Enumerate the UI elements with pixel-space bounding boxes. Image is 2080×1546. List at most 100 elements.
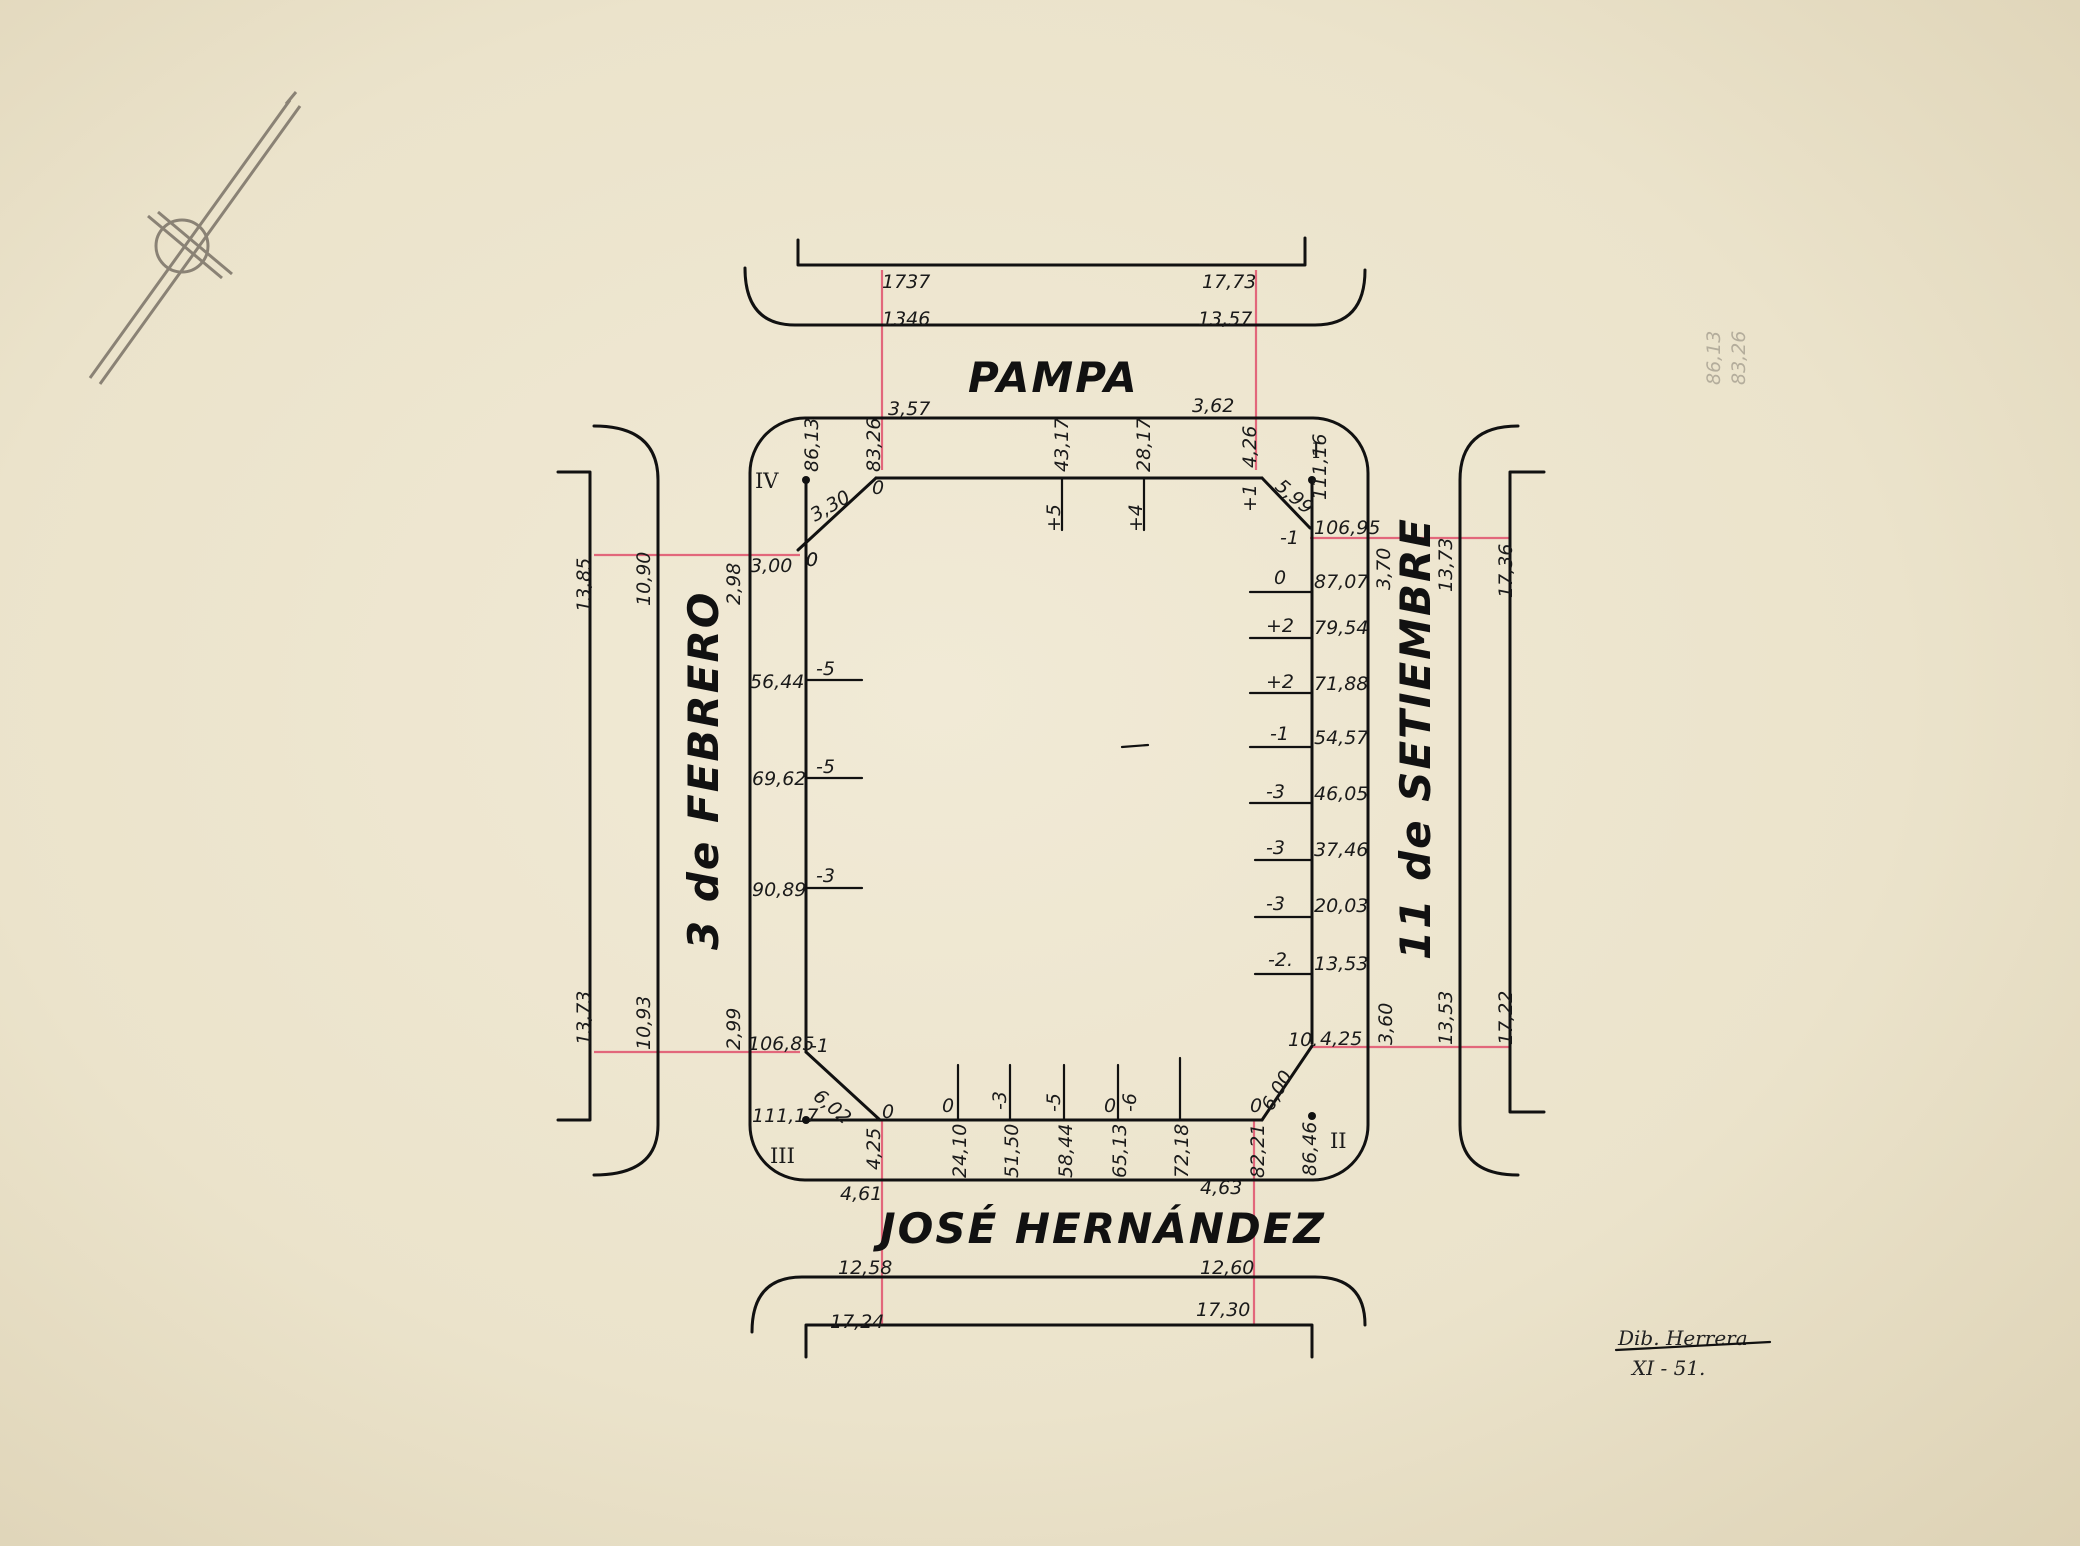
dim-label: 10. (1288, 1029, 1318, 1051)
dim-label: 13,53 (1435, 991, 1457, 1045)
street-jose-hernandez: JOSÉ HERNÁNDEZ (873, 1203, 1326, 1253)
dim-label: 86,46 (1299, 1122, 1321, 1176)
dim-label: -5 (816, 658, 835, 680)
dim-label: 43,17 (1051, 418, 1073, 472)
signature-date: XI - 51. (1630, 1356, 1705, 1380)
dim-label: 4,63 (1200, 1177, 1242, 1199)
pencil-notes: 86,13 83,26 (1703, 331, 1750, 385)
west-curb (556, 424, 660, 1177)
south-curb (750, 1275, 1367, 1359)
dim-label: 24,10 (949, 1124, 971, 1178)
top-ticks (1060, 476, 1146, 532)
dim-label: -1 (1270, 723, 1289, 745)
dim-label: 106,85 (748, 1033, 814, 1055)
dim-label: 3,70 (1373, 548, 1395, 590)
east-curb (1458, 424, 1546, 1177)
street-pampa: PAMPA (968, 353, 1139, 402)
dim-label: 51,50 (1001, 1124, 1023, 1178)
dim-label: -3 (989, 1091, 1011, 1110)
dim-label: 3,00 (750, 555, 792, 577)
north-arrow-icon (88, 91, 302, 385)
survey-lines (594, 270, 1510, 1325)
dim-label: 54,57 (1314, 727, 1368, 749)
dim-label: 58,44 (1055, 1124, 1077, 1178)
corner-label-iv: IV (755, 469, 779, 493)
dim-label: 4,25 (1320, 1028, 1362, 1050)
dim-label: +2 (1266, 671, 1294, 693)
dim-label: 1737 (882, 271, 930, 293)
corner-label-iii: III (770, 1144, 795, 1168)
dim-label: -2. (1268, 949, 1293, 971)
dim-label: 4,25 (863, 1128, 885, 1170)
dim-label: 0 (942, 1095, 954, 1117)
dim-label: 12,58 (838, 1257, 892, 1279)
dim-label: 1346 (882, 308, 930, 330)
dim-label: 83,26 (863, 418, 885, 472)
dim-label: 0 (872, 477, 884, 499)
bottom-ticks (956, 1056, 1182, 1122)
dim-label: 3,62 (1192, 395, 1234, 417)
west-ticks (804, 678, 864, 890)
dim-label: 20,03 (1314, 895, 1368, 917)
dim-label: 0 (806, 549, 818, 571)
dim-label: 90,89 (752, 879, 806, 901)
dim-label: -1 (810, 1035, 829, 1057)
dim-label: -3 (1266, 893, 1285, 915)
dim-label: 4,61 (840, 1183, 882, 1205)
dim-label: -1 (1280, 527, 1299, 549)
east-ticks (1248, 590, 1314, 976)
dim-label: +4 (1125, 504, 1147, 532)
street-3-de-febrero: 3 de FEBRERO (679, 591, 728, 951)
dim-label: -3 (816, 865, 835, 887)
dim-label: 69,62 (752, 768, 806, 790)
dim-label: 13,57 (1198, 308, 1252, 330)
dim-label: 17,30 (1196, 1299, 1250, 1321)
dim-label: 79,54 (1314, 617, 1368, 639)
dim-label: 12,60 (1200, 1257, 1254, 1279)
dim-label: -3 (1266, 837, 1285, 859)
dim-label: -5 (1043, 1093, 1065, 1112)
north-curb (743, 236, 1367, 327)
dim-label: 3,60 (1375, 1003, 1397, 1045)
dim-label: -6 (1119, 1093, 1141, 1112)
building-octagon (796, 476, 1314, 1122)
dim-label: 17,24 (830, 1311, 884, 1333)
dim-label: 71,88 (1314, 673, 1368, 695)
center-mark (1120, 743, 1150, 749)
dim-label: 10,93 (633, 996, 655, 1050)
dim-label: 46,05 (1314, 783, 1368, 805)
block-curb (748, 416, 1370, 1182)
dim-label: 0 (882, 1101, 894, 1123)
dim-label: 28,17 (1133, 418, 1155, 472)
dim-label: 17,22 (1495, 991, 1517, 1045)
dim-label: 0 (1104, 1095, 1116, 1117)
street-11-de-setiembre: 11 de SETIEMBRE (1391, 517, 1440, 960)
dim-label: 13,73 (573, 991, 595, 1045)
pencil-note: 83,26 (1728, 331, 1750, 385)
dim-label: -5 (816, 756, 835, 778)
dim-label: 56,44 (750, 671, 804, 693)
dim-label: 2,99 (723, 1008, 745, 1050)
dim-label: 13,73 (1435, 538, 1457, 592)
dim-label: 65,13 (1109, 1124, 1131, 1178)
corner-markers (802, 476, 1316, 1124)
dim-label: 87,07 (1314, 571, 1368, 593)
dim-label: 10,90 (633, 552, 655, 606)
corner-label-ii: II (1330, 1129, 1347, 1153)
dim-label: 4,26 (1239, 426, 1261, 468)
dim-label: 17,36 (1495, 544, 1517, 598)
dim-label: 3,57 (888, 398, 930, 420)
dim-label: 0 (1274, 567, 1286, 589)
dim-label: 17,73 (1202, 271, 1256, 293)
dim-label: 13,85 (573, 558, 595, 612)
pencil-note: 86,13 (1703, 331, 1725, 385)
dim-label: 86,13 (801, 418, 823, 472)
dim-label: 0 (806, 549, 818, 571)
dim-label: 106,95 (1314, 517, 1380, 539)
signature-underline (1614, 1340, 1772, 1352)
dim-label: 0 (1250, 1095, 1262, 1117)
dim-label: 72,18 (1171, 1124, 1193, 1178)
dim-label: +2 (1266, 615, 1294, 637)
